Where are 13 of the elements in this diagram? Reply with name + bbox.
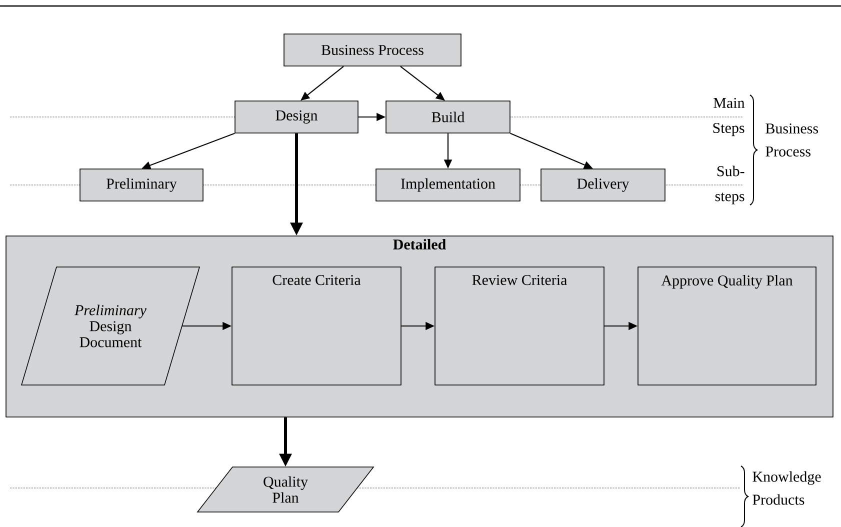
side-label: Sub- steps [715,166,744,204]
side-label: Business Process [766,123,818,157]
process-box: Delivery [540,168,666,202]
side-label: Main Steps [713,98,745,136]
process-box: Preliminary [80,168,204,202]
process-box: Create Criteria [232,266,402,386]
process-box: Implementation [376,168,520,202]
process-box: Review Criteria [434,266,604,386]
process-box: Approve Quality Plan [638,266,816,386]
process-box: Design [234,100,358,134]
process-box: Build [386,100,510,134]
side-label: Knowledge Products [752,471,821,505]
process-box: Business Process [284,34,462,66]
